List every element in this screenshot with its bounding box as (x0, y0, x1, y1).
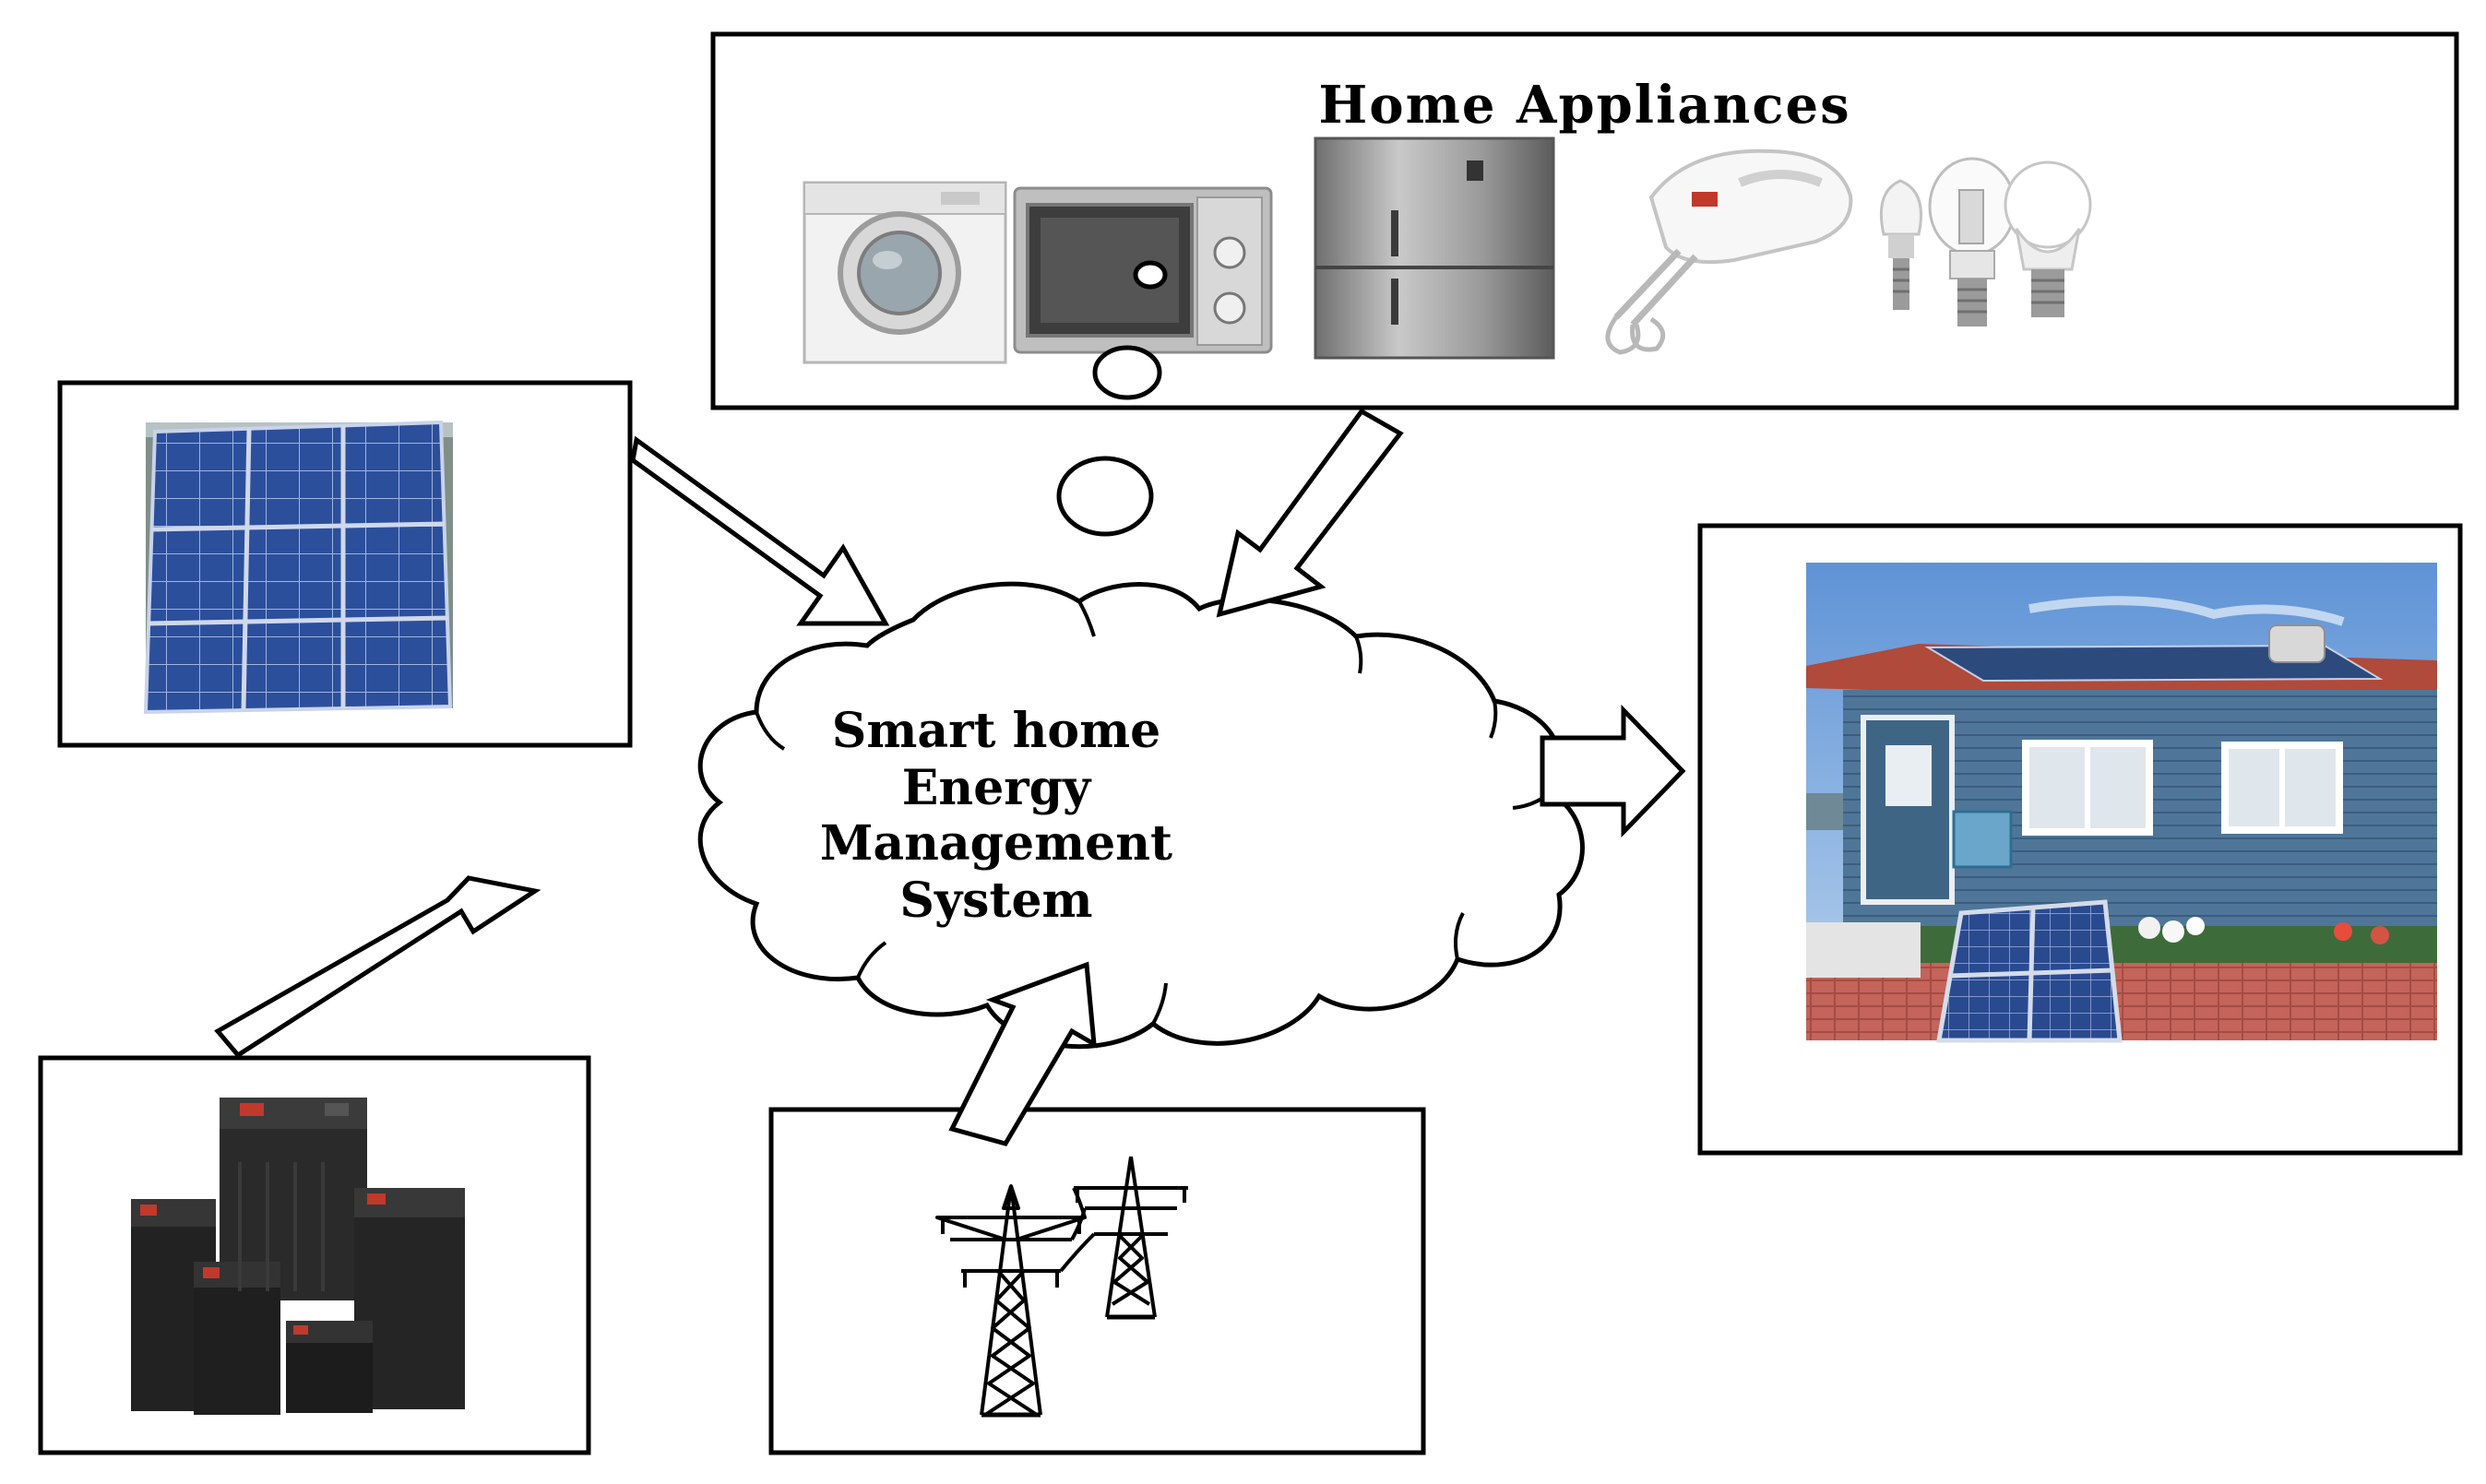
washing-machine-icon (803, 181, 1007, 364)
transmission-tower-icon (935, 1156, 1188, 1418)
arrow-ems-to-house (1540, 704, 1686, 838)
light-bulb-icon (1879, 157, 2092, 326)
battery-icon (131, 1098, 465, 1415)
thought-bubble-medium (1092, 345, 1162, 400)
refrigerator-icon (1314, 137, 1555, 360)
appliances-title: Home Appliances (1318, 75, 1850, 136)
arrow-solar-to-ems (630, 435, 890, 626)
arrow-appliances-to-ems (1216, 408, 1404, 618)
solar-panel-icon (143, 420, 453, 715)
thought-bubble-large (1056, 456, 1154, 537)
ems-label-line-3: Management (820, 815, 1172, 872)
ems-label-line-2: Energy (902, 760, 1092, 816)
arrow-grid-to-ems (948, 961, 1097, 1146)
ems-cloud (697, 581, 1585, 1050)
hand-mixer-icon (1605, 148, 1853, 355)
arrow-battery-to-ems (214, 875, 541, 1059)
grid-box (768, 1107, 1426, 1455)
thought-bubble-small (1133, 260, 1168, 290)
ems-label-line-1: Smart home (832, 703, 1160, 759)
ems-label-line-4: System (899, 873, 1092, 929)
house-icon (1806, 563, 2437, 1043)
